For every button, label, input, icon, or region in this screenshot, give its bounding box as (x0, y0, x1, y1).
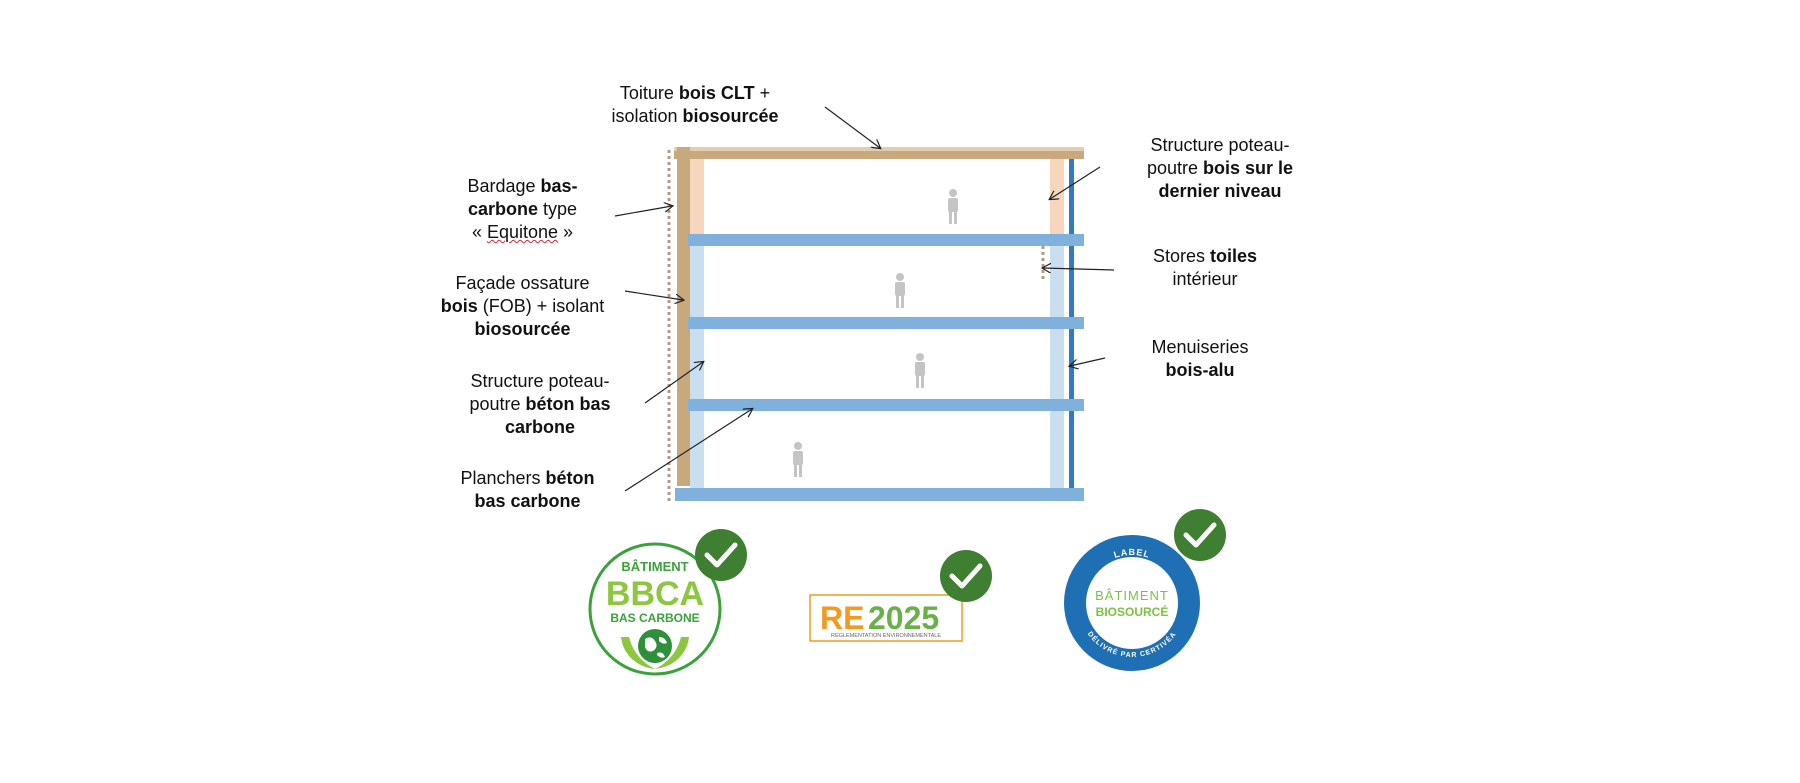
arrow-toiture (824, 106, 880, 148)
slab-ground (675, 488, 1084, 501)
bbca-sub-text: BAS CARBONE (610, 611, 699, 625)
biosource-badge: LABEL DÉLIVRÉ PAR CERTIVÉA BÂTIMENT BIOS… (1064, 509, 1226, 671)
svg-text:LABEL: LABEL (1113, 547, 1152, 560)
re2025-badge: RE 2025 RÉGLEMENTATION ENVIRONNEMENTALE (809, 550, 992, 642)
wood-column-right (1050, 159, 1064, 234)
arrow-bardage (614, 206, 672, 217)
check-icon (1174, 509, 1226, 561)
person-icon (948, 189, 958, 224)
slab-level-2 (688, 317, 1084, 329)
facade-fob (677, 147, 690, 486)
leader-arrows (614, 106, 1115, 492)
bio-top-text: LABEL (1113, 547, 1151, 560)
person-icon (793, 442, 803, 477)
label-structure-beton: Structure poteau- poutre béton bas carbo… (469, 371, 611, 437)
person-icon (915, 353, 925, 388)
bio-l1-text: BÂTIMENT (1095, 588, 1169, 603)
arrow-stores (1043, 268, 1115, 270)
arrow-facade (624, 290, 683, 300)
label-toiture: Toiture bois CLT + isolation biosourcée (611, 83, 779, 126)
bio-l2-text: BIOSOURCÉ (1096, 604, 1169, 619)
bbca-top-text: BÂTIMENT (621, 559, 688, 574)
label-stores: Stores toiles intérieur (1152, 246, 1258, 289)
bbca-main-text: BBCA (606, 575, 704, 613)
re-year-text: 2025 (868, 600, 939, 636)
glass-left (690, 246, 704, 490)
slab-level-1 (688, 399, 1084, 411)
glass-right (1050, 246, 1064, 490)
wood-column-left (690, 159, 704, 234)
arrow-structure-bois (1050, 166, 1101, 199)
hands-icon (621, 637, 689, 669)
check-icon (940, 550, 992, 602)
label-bardage: Bardage bas- carbone type « Equitone » (467, 176, 578, 242)
arrow-planchers (624, 409, 752, 492)
bbca-badge: BÂTIMENT BBCA BAS CARBONE (588, 529, 747, 676)
slab-level-3 (688, 234, 1084, 246)
arrow-structure-beton (644, 362, 703, 404)
re-sub-text: RÉGLEMENTATION ENVIRONNEMENTALE (831, 632, 941, 639)
arrow-menuiseries (1070, 357, 1106, 366)
check-icon (695, 529, 747, 581)
person-icon (895, 273, 905, 308)
globe-icon (638, 629, 672, 663)
label-planchers: Planchers béton bas carbone (460, 468, 595, 511)
label-facade: Façade ossature bois (FOB) + isolant bio… (440, 273, 605, 339)
label-menuiseries: Menuiseries bois-alu (1151, 337, 1249, 380)
re-text: RE (820, 600, 864, 636)
label-structure-bois: Structure poteau- poutre bois sur le der… (1146, 135, 1294, 201)
